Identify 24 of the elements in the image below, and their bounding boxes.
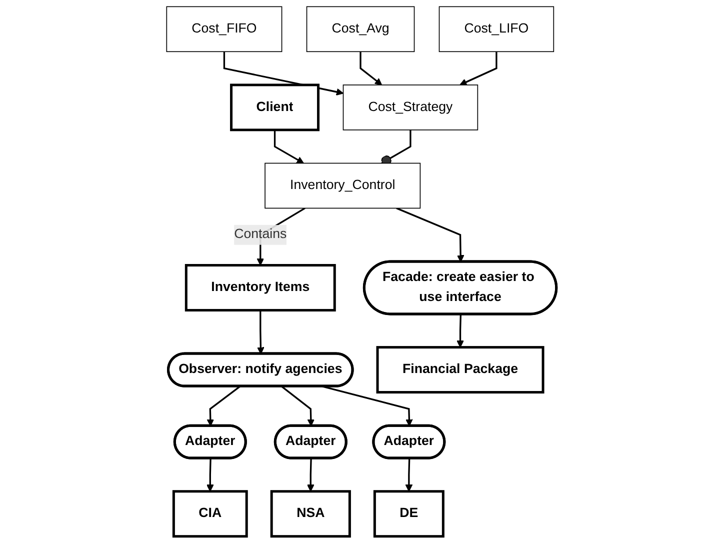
node-box: Client [230, 84, 320, 132]
node-box: Inventory_Control [264, 162, 421, 209]
node-box: NSA [270, 490, 351, 538]
node-box: Financial Package [376, 346, 544, 394]
arrow [456, 314, 464, 348]
arrow [257, 310, 264, 354]
node-box: Cost_Strategy [342, 84, 478, 130]
node-box: Cost_FIFO [166, 6, 282, 52]
arrow [405, 458, 413, 492]
arrow [274, 130, 304, 164]
node-box: Inventory Items [184, 264, 336, 312]
arrow [206, 386, 240, 426]
edge-label: Contains [234, 227, 287, 242]
arrow [306, 458, 314, 492]
arrow [460, 52, 498, 86]
arrow [396, 207, 464, 262]
arrow [322, 386, 413, 426]
arrow [281, 386, 315, 426]
arrow [206, 458, 214, 492]
node-box: Cost_Avg [306, 6, 415, 52]
arrow [360, 52, 382, 86]
node-box: CIA [172, 490, 248, 538]
node-box: Cost_LIFO [438, 6, 554, 52]
node-box: DE [373, 490, 444, 538]
